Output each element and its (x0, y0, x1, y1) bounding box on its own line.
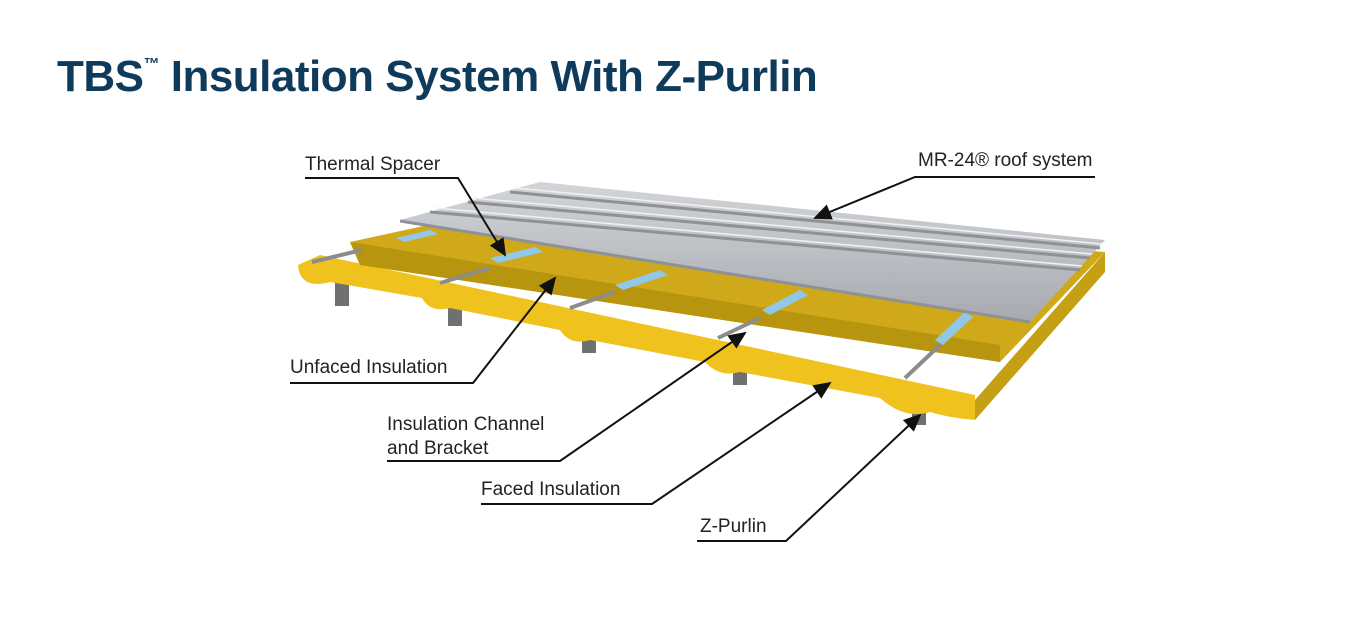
label-unfaced-insulation: Unfaced Insulation (290, 357, 448, 378)
label-thermal-spacer: Thermal Spacer (305, 154, 441, 175)
label-faced-insulation: Faced Insulation (481, 479, 621, 500)
label-roof-system: MR-24® roof system (918, 150, 1093, 171)
label-channel-line1: Insulation Channel (387, 414, 545, 435)
label-z-purlin: Z-Purlin (700, 516, 767, 537)
page-title: TBS™ Insulation System With Z-Purlin (57, 52, 818, 101)
label-channel-line2: and Bracket (387, 438, 489, 459)
insulation-brackets (311, 248, 942, 380)
mr24-roof-panels (399, 182, 1105, 324)
thermal-spacers (396, 230, 973, 345)
leader-lines (290, 176, 1095, 542)
faced-insulation (298, 252, 1105, 420)
